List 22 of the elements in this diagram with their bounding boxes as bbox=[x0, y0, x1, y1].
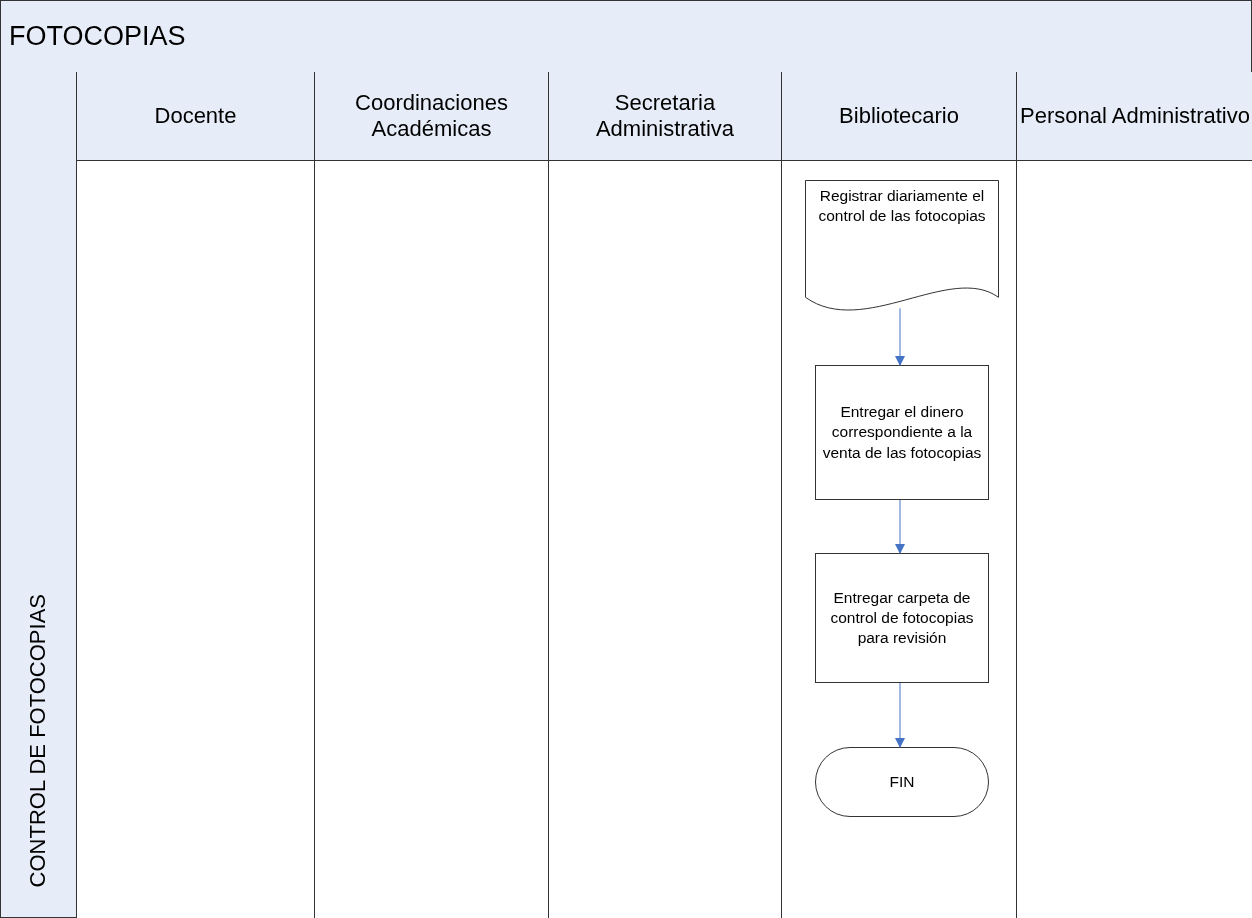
swimlane bbox=[548, 72, 781, 918]
swimlane-pool bbox=[0, 72, 1252, 918]
lane-title: Secretaria Administrativa bbox=[594, 89, 736, 143]
arrow bbox=[895, 307, 905, 366]
swimlane bbox=[76, 72, 314, 918]
lane-title: Docente bbox=[154, 102, 237, 130]
pool-title: FOTOCOPIAS bbox=[9, 21, 186, 52]
process-box bbox=[815, 365, 989, 500]
lane-title: Coordinaciones Académicas bbox=[354, 89, 509, 143]
process-box bbox=[815, 553, 989, 683]
swimlane bbox=[314, 72, 548, 918]
step-text: Entregar carpeta de control de fotocopias para revisión bbox=[829, 587, 975, 649]
pool-label: CONTROL DE FOTOCOPIAS bbox=[25, 593, 51, 887]
lane-title: Personal Administrativo bbox=[1020, 102, 1250, 130]
step-text: FIN bbox=[888, 771, 916, 792]
lane-title: Bibliotecario bbox=[839, 102, 959, 130]
step-text: Entregar el dinero correspondiente a la venta de las fotocopias bbox=[821, 402, 983, 463]
step-text: Registrar diariamente el control de las fotocopias bbox=[817, 186, 987, 227]
arrow bbox=[895, 499, 905, 554]
arrow bbox=[895, 682, 905, 748]
swimlane bbox=[781, 72, 1016, 918]
swimlane bbox=[1016, 72, 1252, 918]
